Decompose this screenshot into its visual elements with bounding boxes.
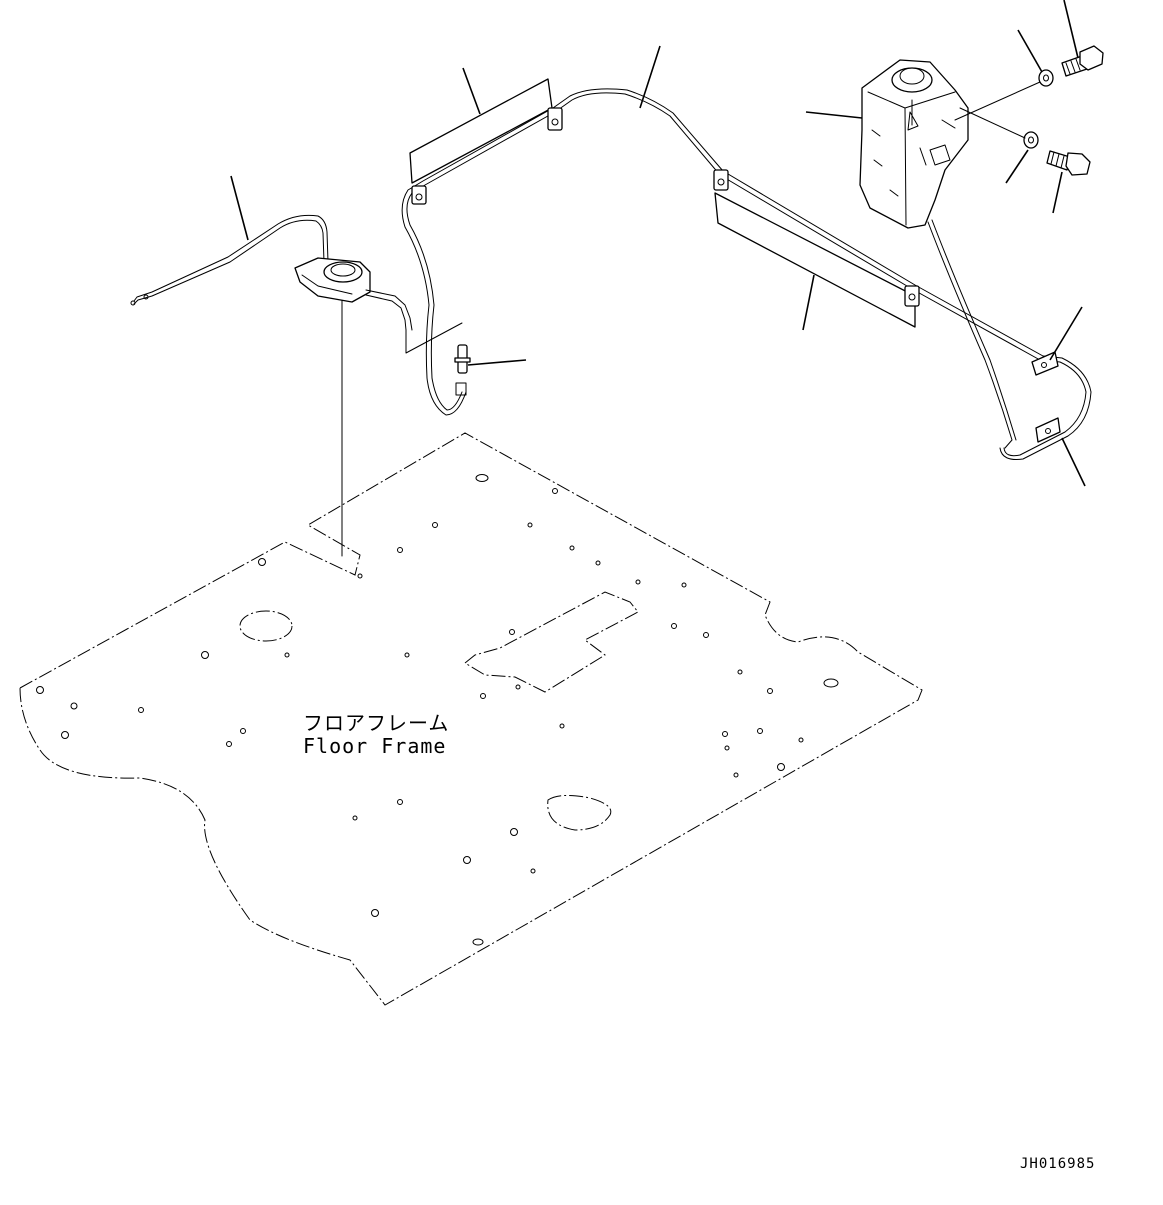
washer-tank [859, 59, 969, 229]
washer-hose [401, 78, 1092, 460]
assembly-axis-2 [959, 107, 1026, 139]
washer-2 [1023, 131, 1039, 149]
floor-frame-label-en: Floor Frame [303, 734, 447, 758]
washer-nozzle [130, 214, 463, 354]
bolt-2 [1046, 150, 1091, 176]
leader-lines [230, 0, 1086, 487]
drawing-id: JH016985 [1020, 1156, 1096, 1172]
assembly-axis-1 [954, 81, 1041, 121]
washer-1 [1038, 69, 1054, 87]
bolt-1 [1061, 45, 1104, 77]
floor-frame [19, 432, 923, 1006]
floor-frame-label-jp: フロアフレーム [303, 711, 450, 735]
